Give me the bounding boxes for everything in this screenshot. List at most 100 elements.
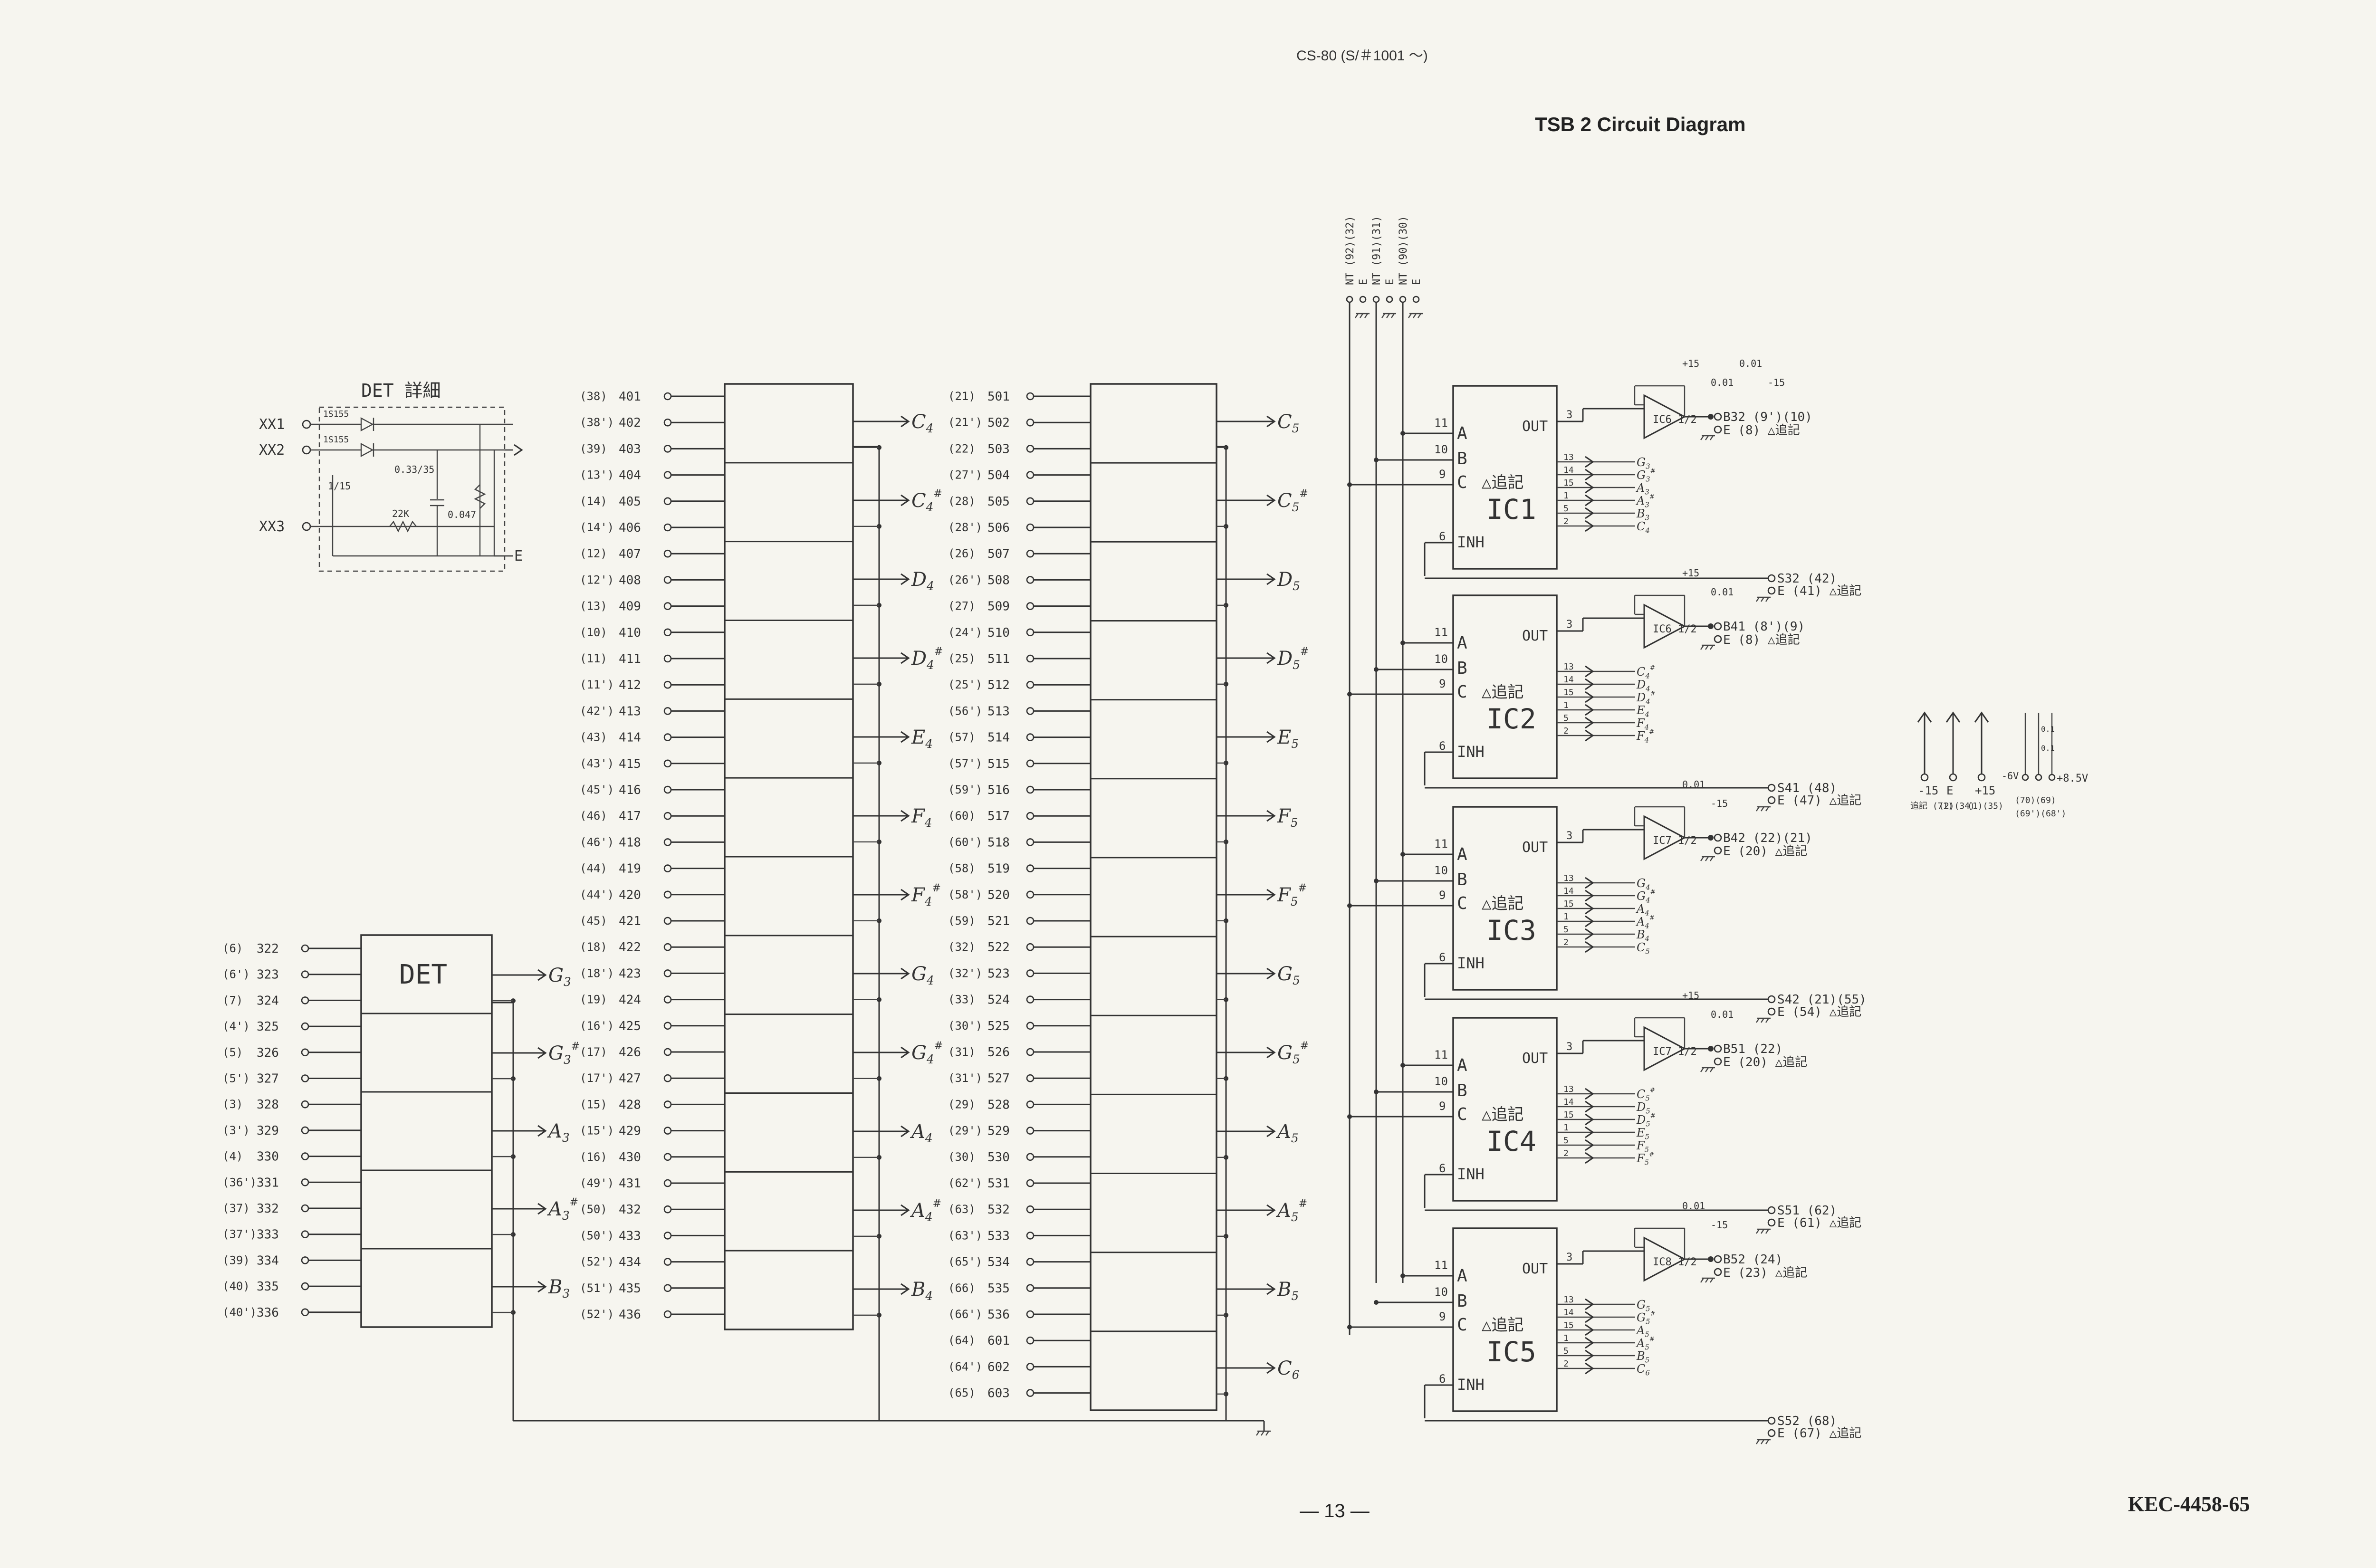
block4-input-terminal xyxy=(663,1048,672,1056)
ic-pin-number: 1 xyxy=(1563,912,1569,922)
power-label: +15 xyxy=(1975,784,1995,797)
ground-hatch xyxy=(1756,1229,1760,1234)
ic-input-arrow xyxy=(1585,691,1594,703)
block5-input-terminal xyxy=(1026,1310,1035,1319)
block4-input-number: 430 xyxy=(619,1150,641,1165)
output-label: E (20) △追記 xyxy=(1723,844,1807,859)
block4-input-terminal xyxy=(663,392,672,401)
block4-input-terminal xyxy=(663,1127,672,1135)
output-label: E (23) △追記 xyxy=(1723,1266,1807,1280)
block5-input-ref: (30') xyxy=(948,1019,982,1033)
block5-input-ref: (57') xyxy=(948,757,982,770)
ic-pin-number: 3 xyxy=(1566,1252,1572,1263)
block4-input-ref: (43') xyxy=(580,757,614,770)
block4-input-ref: (11) xyxy=(580,652,607,665)
output-label: E (8) △追記 xyxy=(1723,633,1800,647)
s-terminal xyxy=(1767,1416,1776,1425)
det-input-number: 328 xyxy=(257,1098,279,1112)
ic-input-arrow xyxy=(1585,468,1594,481)
block4-input-ref: (44') xyxy=(580,888,614,901)
s-terminal xyxy=(1767,1429,1776,1437)
ic-pin-number: 1 xyxy=(1563,1333,1569,1343)
ic-name: IC5 xyxy=(1486,1336,1536,1368)
resistor-symbol xyxy=(389,520,417,533)
ic-input-arrow xyxy=(1585,1349,1594,1362)
block4-input-ref: (45) xyxy=(580,914,607,927)
det-box xyxy=(360,934,493,1328)
output-terminal xyxy=(1714,1057,1722,1066)
block4-input-terminal xyxy=(663,812,672,820)
det-output-arrow xyxy=(537,1047,547,1059)
det-input-number: 324 xyxy=(257,994,279,1008)
det-input-terminal xyxy=(301,1074,309,1082)
ic-input-label: A3 xyxy=(1636,481,1649,496)
model-number: CS-80 (S/＃1001 ～) xyxy=(1296,48,1428,64)
bus-junction xyxy=(1347,1114,1352,1119)
ic-pin-number: 9 xyxy=(1439,468,1446,481)
document-id: KEC-4458-65 xyxy=(2128,1492,2250,1516)
bus-junction xyxy=(1400,1273,1405,1278)
ic-pin-number: 6 xyxy=(1439,739,1446,753)
ic-pin-number: 15 xyxy=(1563,478,1574,488)
ic-pin-number: 15 xyxy=(1563,1110,1574,1120)
block5-input-terminal xyxy=(1026,654,1035,663)
block4-input-ref: (50) xyxy=(580,1203,607,1216)
block4-input-number: 420 xyxy=(619,888,641,902)
block4-input-terminal xyxy=(663,680,672,689)
block4-input-terminal xyxy=(663,864,672,872)
ic-pin-number: 2 xyxy=(1563,1148,1569,1158)
op-amp-output-junction xyxy=(1708,835,1714,841)
block5-output-label: B5 xyxy=(1277,1279,1299,1303)
block5-input-ref: (64) xyxy=(948,1334,976,1347)
output-label: B52 (24) xyxy=(1723,1252,1782,1267)
block4-input-ref: (16) xyxy=(580,1150,607,1164)
ic-input-arrow xyxy=(1585,1324,1594,1336)
block5-input-ref: (31') xyxy=(948,1071,982,1085)
ic-pin-number: 13 xyxy=(1563,1084,1574,1094)
det-detail-input-label: XX2 xyxy=(259,442,285,459)
det-input-terminal xyxy=(301,1178,309,1186)
ground-hatch xyxy=(1761,597,1764,602)
block4-input-ref: (14') xyxy=(580,521,614,534)
block5-input-ref: (60') xyxy=(948,835,982,849)
det-input-ref: (37) xyxy=(222,1202,250,1215)
block5-input-terminal xyxy=(1026,602,1035,610)
block4-input-ref: (15') xyxy=(580,1124,614,1138)
block4-input-ref: (44) xyxy=(580,862,607,875)
det-output-label: G3 xyxy=(548,965,571,989)
block4-input-ref: (12) xyxy=(580,547,607,560)
block5-input-number: 523 xyxy=(987,966,1010,981)
block5-input-ref: (27) xyxy=(948,600,976,613)
block5-input-terminal xyxy=(1026,890,1035,899)
ic-pin-number: 11 xyxy=(1434,837,1448,851)
block5-input-ref: (33) xyxy=(948,993,976,1006)
block5-input-number: 515 xyxy=(987,757,1010,771)
block4-input-number: 414 xyxy=(619,731,641,745)
ic-input-arrow xyxy=(1585,1139,1594,1151)
block5-input-number: 509 xyxy=(987,600,1010,614)
block5-input-number: 502 xyxy=(987,416,1010,430)
det-input-number: 333 xyxy=(257,1228,279,1242)
det-input-ref: (4') xyxy=(222,1020,250,1033)
ic-input-arrow xyxy=(1585,877,1594,889)
block4-input-number: 415 xyxy=(619,757,641,771)
s-label: E (67) △追記 xyxy=(1777,1426,1861,1441)
ground-hatch xyxy=(1705,1278,1709,1283)
ground-hatch xyxy=(1413,313,1417,318)
block5-input-ref: (59') xyxy=(948,783,982,796)
ground-hatch xyxy=(1710,856,1714,861)
power-label: -15 xyxy=(1918,784,1938,797)
block5-input-ref: (31) xyxy=(948,1045,976,1059)
ic-input-label: C5# xyxy=(1637,1087,1655,1102)
block4-input-terminal xyxy=(663,549,672,558)
block4-input-number: 405 xyxy=(619,495,641,509)
block5-input-ref: (62') xyxy=(948,1176,982,1190)
block4-input-ref: (51') xyxy=(580,1281,614,1295)
ground-hatch xyxy=(1705,1067,1709,1072)
ic-pin-number: 11 xyxy=(1434,1259,1448,1272)
ic-name: IC1 xyxy=(1486,493,1536,526)
ic-body xyxy=(1452,594,1558,779)
block4-input-ref: (42') xyxy=(580,704,614,717)
